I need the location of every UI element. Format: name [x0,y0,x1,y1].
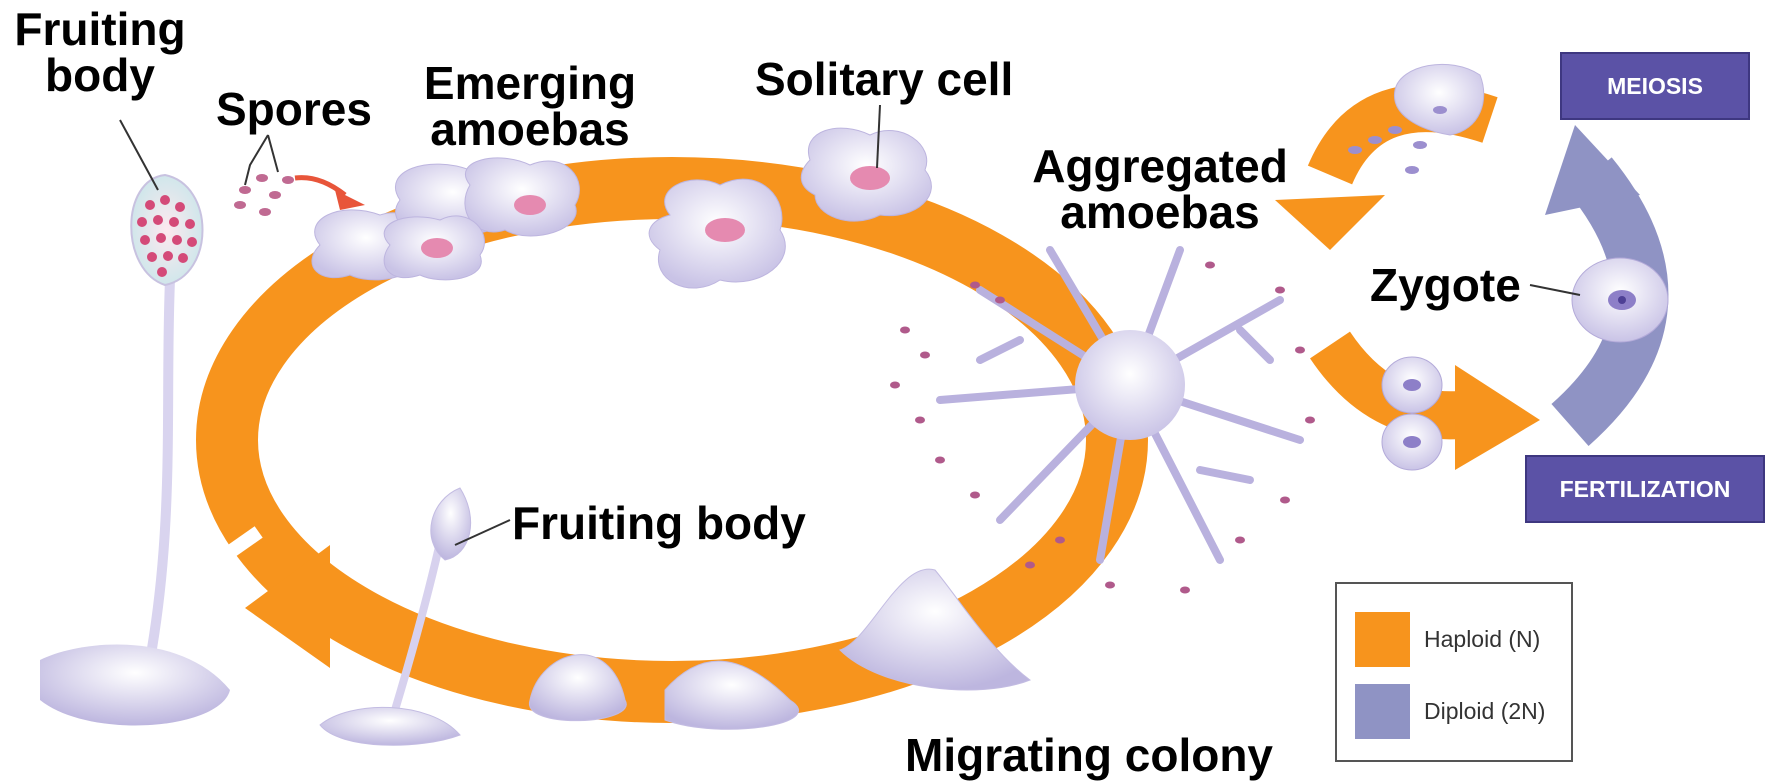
released-spores [234,174,294,216]
legend: Haploid (N) Diploid (2N) [1335,582,1573,762]
emerging-amoebas-cells [312,158,579,280]
legend-item-haploid: Haploid (N) [1355,612,1540,667]
label-emerging-amoebas: Emerging amoebas [420,60,640,152]
migrating-colony-slugs [529,569,1030,729]
legend-label-haploid: Haploid (N) [1424,626,1540,653]
legend-item-diploid: Diploid (2N) [1355,684,1545,739]
legend-swatch-diploid [1355,684,1410,739]
spore-release-arrow [295,178,365,210]
zygote-cell [1572,258,1668,342]
meiosis-box: MEIOSIS [1560,52,1750,120]
label-solitary-cell: Solitary cell [755,56,1013,102]
label-aggregated-amoebas: Aggregated amoebas [1025,143,1295,235]
label-fruiting-body-developing: Fruiting body [512,500,806,546]
aggregated-amoebas-cluster [890,250,1315,594]
legend-label-diploid: Diploid (2N) [1424,698,1545,725]
legend-swatch-haploid [1355,612,1410,667]
label-migrating-colony: Migrating colony [905,732,1273,778]
label-zygote: Zygote [1370,262,1521,308]
fertilization-box: FERTILIZATION [1525,455,1765,523]
label-fruiting-body-mature: Fruiting body [10,6,190,98]
label-spores: Spores [216,86,372,132]
label-fruiting-body-mature-text: Fruiting body [14,3,185,101]
